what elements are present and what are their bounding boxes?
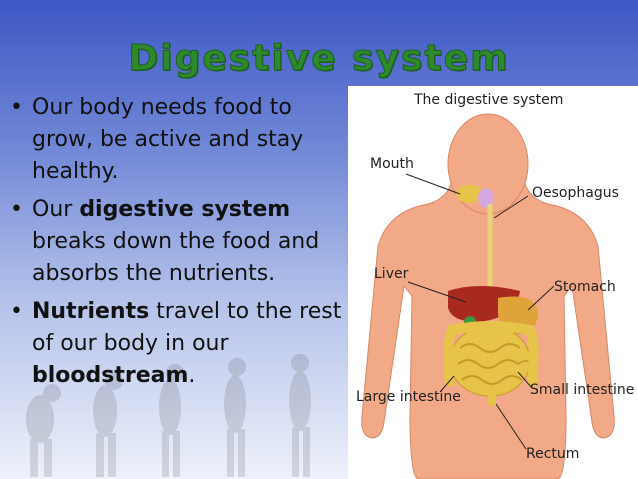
- label-small-intestine: Small intestine: [530, 382, 635, 398]
- bullet-marker: •: [10, 299, 23, 324]
- label-large-intestine: Large intestine: [356, 389, 461, 405]
- bullet-item-3: • Nutrients travel to the rest of our bo…: [8, 296, 348, 392]
- mouth-organ: [456, 185, 484, 203]
- bullet-list: • Our body needs food to grow, be active…: [8, 92, 348, 398]
- digestive-system-illustration: [361, 113, 615, 479]
- bullet-text: Our: [32, 197, 80, 222]
- label-mouth: Mouth: [370, 156, 414, 172]
- evolution-silhouette-graphic: [26, 354, 311, 477]
- bullet-bold-text: bloodstream: [32, 363, 189, 388]
- bullet-bold-text: digestive system: [79, 197, 291, 222]
- intestine-coils: [457, 343, 533, 385]
- bullet-text: breaks down the food and absorbs the nut…: [32, 229, 320, 286]
- label-rectum: Rectum: [526, 446, 580, 462]
- bullet-marker: •: [10, 95, 23, 120]
- bullet-text: Our body needs food to grow, be active a…: [32, 95, 304, 184]
- digestive-diagram-panel: The digestive system Mouth Oesophagus Li…: [348, 86, 638, 479]
- bullet-marker: •: [10, 197, 23, 222]
- diagram-title: The digestive system: [414, 92, 564, 108]
- bullet-item-1: • Our body needs food to grow, be active…: [8, 92, 348, 188]
- label-stomach: Stomach: [554, 279, 616, 295]
- bullet-item-2: • Our digestive system breaks down the f…: [8, 194, 348, 290]
- bullet-text: .: [188, 363, 196, 388]
- label-oesophagus: Oesophagus: [532, 185, 619, 201]
- label-liver: Liver: [374, 266, 409, 282]
- bullet-text: travel to the rest of our body in our: [32, 299, 342, 356]
- salivary-gland: [478, 188, 494, 208]
- bullet-bold-text: Nutrients: [32, 299, 150, 324]
- large-intestine-organ: [443, 321, 539, 387]
- slide-title: Digestive system: [128, 38, 510, 80]
